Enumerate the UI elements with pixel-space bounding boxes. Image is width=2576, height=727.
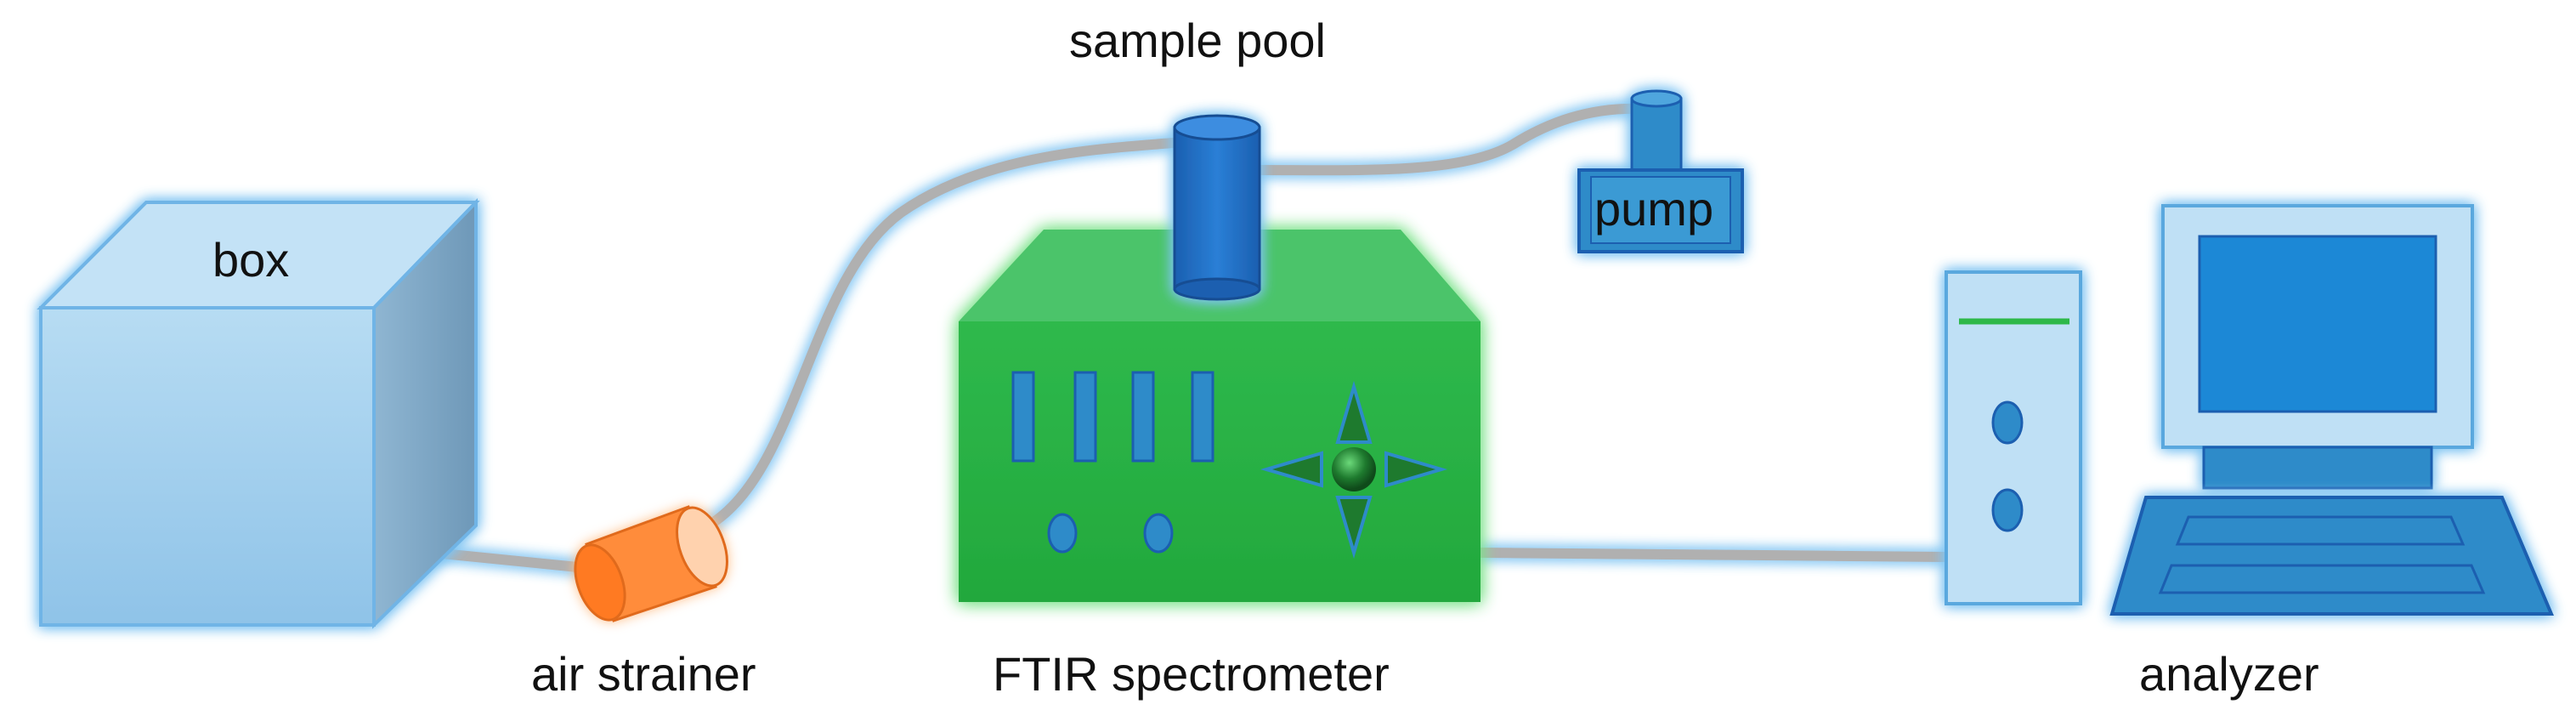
cable-spectrometer-to-analyzer [1475, 548, 1951, 562]
air-strainer-icon [574, 505, 728, 622]
tube-pool-to-pump [1253, 103, 1650, 176]
pump-label: pump [1594, 182, 1714, 236]
sample-pool-icon [1173, 114, 1261, 301]
tube-strainer-to-pool [700, 138, 1178, 532]
computer-tower-icon [1945, 270, 2082, 605]
spectrometer-slots [1011, 371, 1214, 463]
air-strainer-label: air strainer [531, 647, 756, 701]
pump-icon [1577, 89, 1744, 253]
keyboard-icon [2109, 496, 2555, 616]
ftir-spectrometer-icon [959, 230, 1480, 602]
box-front-face [39, 306, 376, 627]
tubing [411, 103, 1951, 573]
box-icon [37, 198, 480, 629]
spectrometer-indicators [1047, 513, 1174, 554]
ftir-spectrometer-label: FTIR spectrometer [993, 647, 1390, 701]
monitor-icon [2161, 204, 2474, 490]
spectrometer-direction-pad [1260, 380, 1448, 559]
sample-pool-label: sample pool [1069, 14, 1326, 67]
analyzer-label: analyzer [2139, 647, 2319, 701]
box-label: box [212, 233, 290, 287]
